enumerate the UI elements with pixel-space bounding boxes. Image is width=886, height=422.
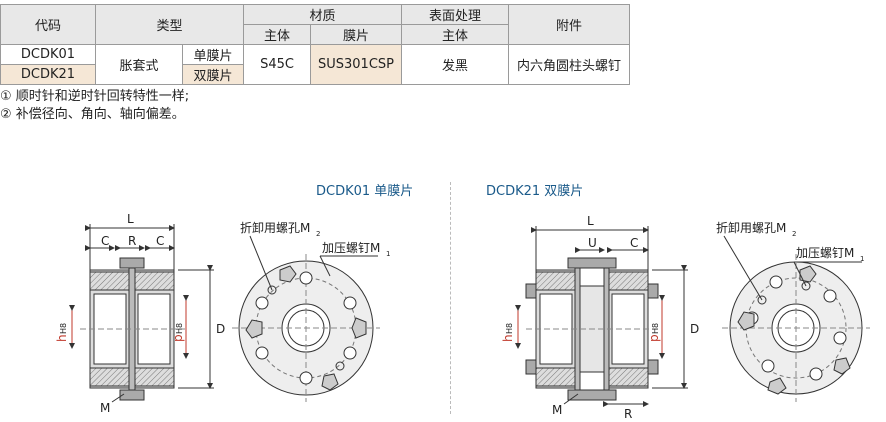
dcdk01-label-C1: C	[101, 234, 109, 248]
dcdk21-label-p-sub: H8	[651, 323, 660, 334]
header-material: 材质	[243, 4, 402, 25]
dcdk21-label-U: U	[588, 236, 597, 250]
dcdk21-front-view	[722, 235, 870, 402]
accessory-value: 内六角圆柱头螺钉	[508, 44, 630, 85]
header-surface: 表面处理	[401, 4, 509, 25]
dcdk01-front-view	[232, 235, 380, 402]
dcdk01-label-D: D	[216, 322, 225, 336]
dcdk21-label-p: p	[647, 334, 661, 342]
header-accessory: 附件	[508, 4, 630, 45]
dcdk01-side-view	[69, 224, 214, 403]
dcdk21-label-R: R	[624, 407, 632, 421]
dcdk01-label-M: M	[100, 401, 110, 415]
dcdk21-side-view	[515, 226, 688, 407]
dcdk21-label-D: D	[690, 322, 699, 336]
diagram-divider	[450, 182, 451, 414]
header-surface-body: 主体	[401, 24, 509, 45]
dcdk01-label-m2-sub: 2	[316, 230, 320, 238]
dcdk01-label-L: L	[127, 212, 134, 226]
surface-treatment: 发黑	[401, 44, 509, 85]
dcdk01-label-R: R	[128, 234, 136, 248]
row-code-dcdk21: DCDK21	[0, 64, 96, 85]
header-body: 主体	[243, 24, 311, 45]
dcdk21-label-h-sub: H8	[505, 323, 514, 334]
dcdk21-label-M: M	[552, 403, 562, 417]
diagram-title-dcdk21: DCDK21 双膜片	[486, 184, 584, 199]
dcdk01-label-m1: 加压螺钉M	[322, 241, 380, 255]
dcdk21-label-m2-sub: 2	[792, 230, 796, 238]
dcdk01-label-C2: C	[156, 234, 164, 248]
note-2: ② 补偿径向、角向、轴向偏差。	[0, 107, 185, 122]
dcdk21-label-h: h	[501, 334, 515, 342]
dcdk21-label-m1-sub: 1	[860, 255, 864, 263]
dcdk21-label-m2: 折卸用螺孔M	[716, 220, 786, 235]
dcdk21-label-C: C	[630, 236, 638, 250]
dcdk01-label-m2: 折卸用螺孔M	[240, 220, 310, 235]
notes: ① 顺时针和逆时针回转特性一样; ② 补偿径向、角向、轴向偏差。	[0, 88, 189, 124]
dcdk01-label-m1-sub: 1	[386, 250, 390, 258]
membrane-type-double: 双膜片	[182, 64, 244, 85]
dcdk01-label-h-sub: H8	[59, 323, 68, 334]
dcdk21-label-m1: 加压螺钉M	[796, 246, 854, 260]
type-value: 胀套式	[95, 44, 183, 85]
diagram-title-dcdk01: DCDK01 单膜片	[316, 184, 414, 199]
dcdk01-label-p-sub: H8	[175, 323, 184, 334]
spec-table: 代码 类型 材质 表面处理 附件 主体 膜片 主体 DCDK01 胀套式 单膜片…	[0, 4, 630, 85]
dcdk01-label-p: p	[171, 334, 185, 342]
dcdk01-label-h: h	[55, 334, 69, 342]
note-1: ① 顺时针和逆时针回转特性一样;	[0, 89, 190, 104]
dcdk21-label-L: L	[587, 214, 594, 228]
header-code: 代码	[0, 4, 96, 45]
header-membrane: 膜片	[310, 24, 402, 45]
